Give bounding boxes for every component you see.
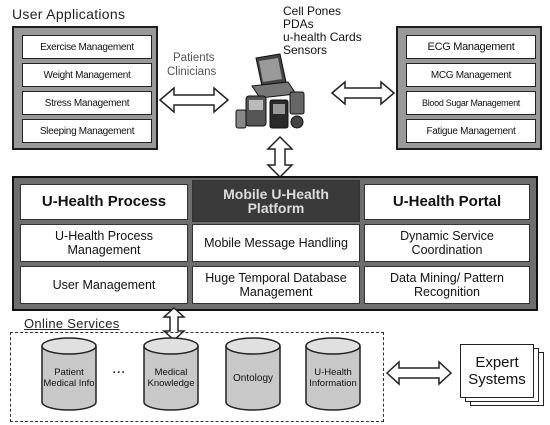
clinicians-label: Clinicians [167, 66, 217, 78]
app-box-sleeping: Sleeping Management [22, 119, 152, 143]
cell-process-management: U-Health Process Management [20, 224, 188, 262]
devices-list: Cell Pones PDAs u-health Cards Sensors [283, 5, 362, 57]
bio-applications-panel: ECG Management MCG Management Blood Suga… [396, 26, 542, 150]
mobile-u-health-platform: U-Health Process Mobile U-Health Platfor… [12, 176, 538, 311]
device-pdas: PDAs [283, 17, 314, 31]
expert-double-arrow [385, 360, 453, 386]
app-box-mcg: MCG Management [406, 63, 536, 87]
cell-temporal-database: Huge Temporal Database Management [192, 266, 360, 304]
patients-label: Patients [173, 52, 215, 64]
cylinder-medical-knowledge [143, 337, 199, 411]
database-cylinders [41, 337, 361, 411]
cell-mobile-message: Mobile Message Handling [192, 224, 360, 262]
device-cell-phones: Cell Pones [283, 4, 342, 18]
app-box-exercise: Exercise Management [22, 35, 152, 59]
bio-double-arrow [330, 80, 396, 106]
app-box-stress: Stress Management [22, 91, 152, 115]
cell-dynamic-service: Dynamic Service Coordination [364, 224, 530, 262]
devices-platform-arrow [266, 135, 294, 179]
user-applications-panel: Exercise Management Weight Management St… [12, 26, 158, 150]
db-label-u-health-information: U-Health Information [309, 367, 357, 389]
devices-illustration [235, 53, 305, 129]
header-u-health-process: U-Health Process [20, 184, 188, 220]
header-mobile-platform: Mobile U-Health Platform [192, 180, 360, 222]
db-label-medical-knowledge: Medical Knowledge [147, 367, 195, 389]
header-u-health-portal: U-Health Portal [364, 184, 530, 220]
db-ellipsis: ... [112, 360, 126, 377]
cylinder-u-health-information [305, 337, 361, 411]
app-box-blood-sugar: Blood Sugar Management [406, 91, 536, 115]
users-double-arrow [158, 86, 230, 114]
cylinder-patient [41, 337, 97, 411]
cell-user-management: User Management [20, 266, 188, 304]
db-label-ontology: Ontology [232, 372, 274, 384]
db-label-patient: Patient Medical Info [43, 367, 95, 389]
cell-data-mining: Data Mining/ Pattern Recognition [364, 266, 530, 304]
device-sensors: Sensors [283, 43, 328, 57]
app-box-weight: Weight Management [22, 63, 152, 87]
online-services-title: Online Services [24, 316, 120, 331]
user-applications-title: User Applications [12, 6, 126, 22]
device-u-health-cards: u-health Cards [283, 30, 362, 44]
expert-systems-box: Expert Systems [460, 344, 534, 398]
app-box-ecg: ECG Management [406, 35, 536, 59]
online-services-box [10, 332, 384, 422]
cylinder-ontology [225, 337, 281, 411]
app-box-fatigue: Fatigue Management [406, 119, 536, 143]
